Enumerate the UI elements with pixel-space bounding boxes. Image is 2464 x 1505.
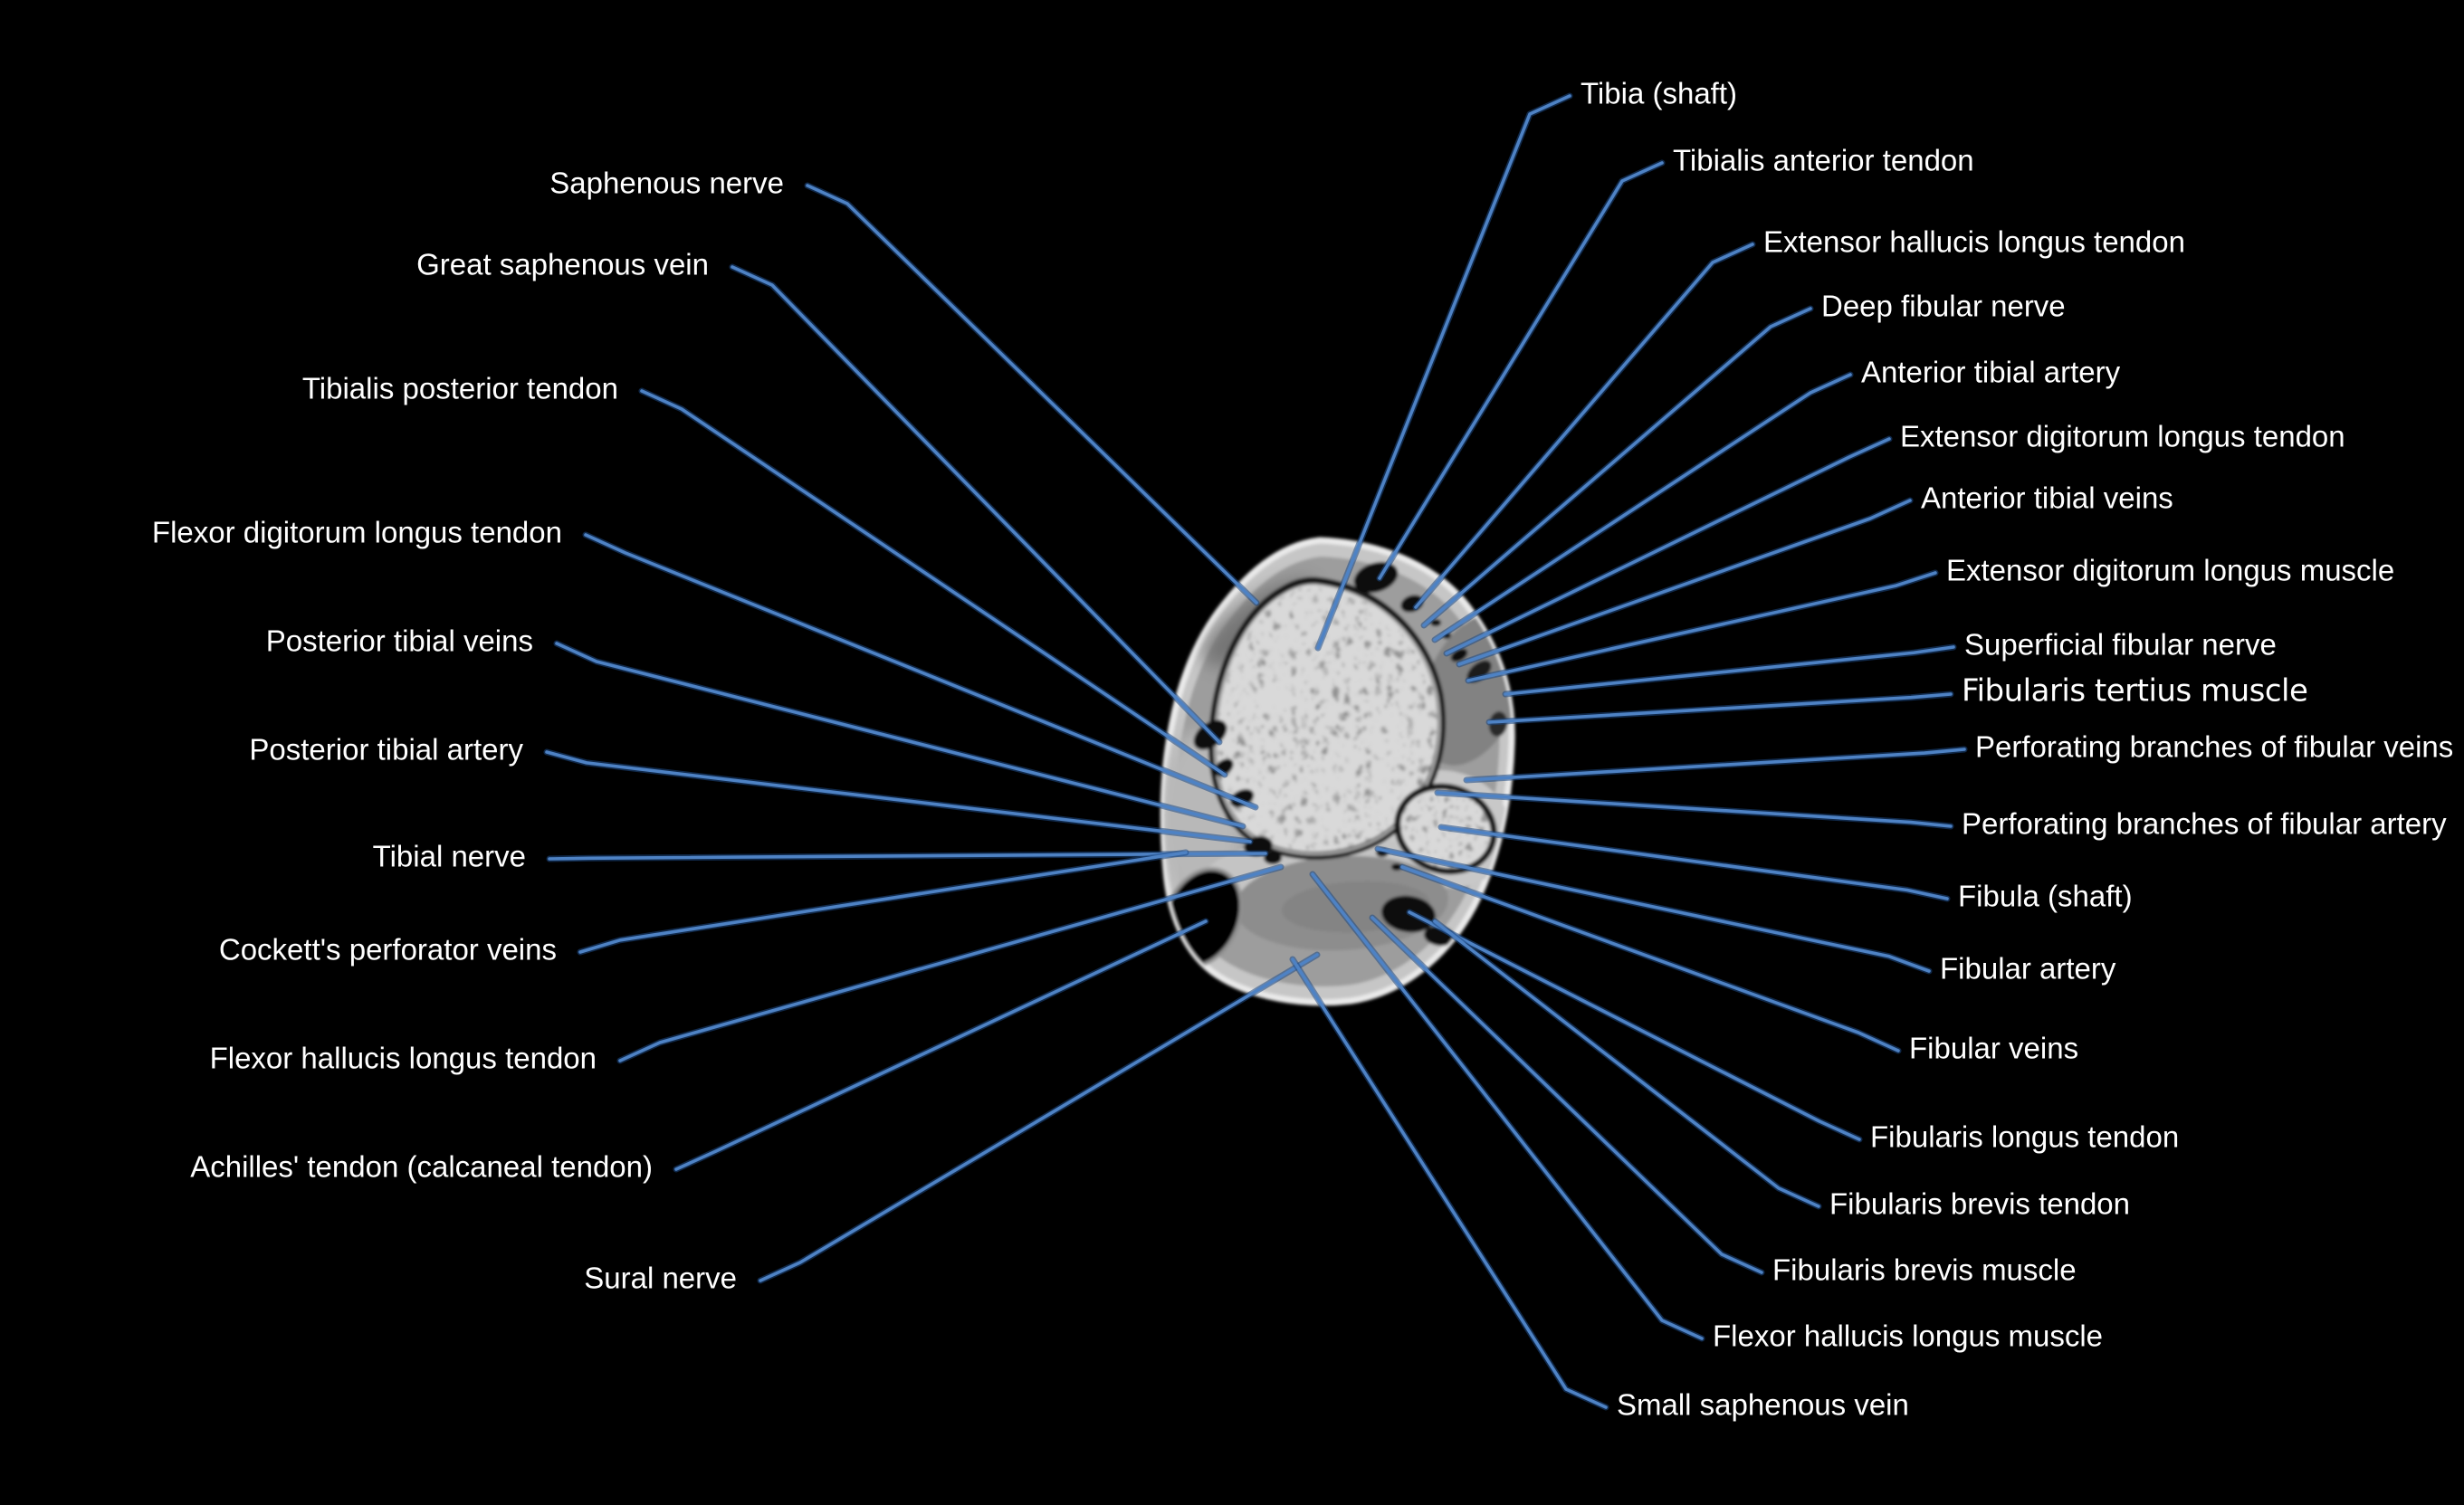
anatomy-label-fibular-artery[interactable]: Fibular artery [1940, 951, 2116, 986]
leader-line-great-saphenous-vein [731, 265, 1221, 744]
leader-line-anterior-tibial-artery [1433, 373, 1852, 642]
leader-line-halo-deep-fibular-nerve [1420, 305, 1814, 629]
anatomy-label-perforating-branches-of-fibular-artery[interactable]: Perforating branches of fibular artery [1962, 806, 2447, 841]
anatomy-label-anterior-tibial-artery[interactable]: Anterior tibial artery [1861, 355, 2121, 389]
leader-line-deep-fibular-nerve [1422, 307, 1812, 627]
anatomy-label-tibialis-posterior-tendon[interactable]: Tibialis posterior tendon [301, 371, 618, 405]
anatomy-label-fibularis-brevis-muscle[interactable]: Fibularis brevis muscle [1772, 1253, 2077, 1287]
anatomy-label-great-saphenous-vein[interactable]: Great saphenous vein [416, 247, 709, 281]
leader-line-flexor-hallucis-longus-muscle [1311, 872, 1704, 1340]
anatomy-label-extensor-hallucis-longus-tendon[interactable]: Extensor hallucis longus tendon [1763, 224, 2185, 259]
anatomy-label-cocketts-perforator-veins[interactable]: Cockett's perforator veins [218, 932, 557, 967]
anatomy-label-fibularis-brevis-tendon[interactable]: Fibularis brevis tendon [1829, 1186, 2130, 1221]
leader-line-superficial-fibular-nerve [1504, 645, 1955, 696]
leader-line-saphenous-nerve [806, 184, 1258, 605]
leader-line-halo-great-saphenous-vein [729, 263, 1223, 746]
leader-line-tibialis-posterior-tendon [640, 389, 1227, 776]
anatomy-label-fibularis-longus-tendon[interactable]: Fibularis longus tendon [1870, 1119, 2180, 1154]
leader-line-extensor-digitorum-longus-muscle [1466, 571, 1937, 682]
anatomy-label-achilles-tendon[interactable]: Achilles' tendon (calcaneal tendon) [190, 1149, 653, 1184]
anatomy-label-posterior-tibial-artery[interactable]: Posterior tibial artery [249, 732, 523, 767]
anatomy-label-sural-nerve[interactable]: Sural nerve [584, 1261, 737, 1295]
leader-line-fibula-shaft [1439, 825, 1949, 900]
leader-line-flexor-hallucis-longus-tendon [618, 865, 1283, 1062]
leader-line-tibia-shaft [1316, 94, 1571, 650]
leader-line-anterior-tibial-veins [1457, 499, 1912, 666]
anatomy-label-posterior-tibial-veins[interactable]: Posterior tibial veins [265, 624, 533, 658]
leader-line-posterior-tibial-artery [545, 750, 1252, 843]
leader-line-tibial-nerve [548, 852, 1267, 861]
leader-line-flexor-digitorum-longus-tendon [584, 533, 1257, 809]
leader-lines [543, 92, 1968, 1411]
leader-line-halo-small-saphenous-vein [1289, 956, 1609, 1411]
anatomy-label-fibularis-tertius-muscle[interactable]: Fibularis tertius muscle [1962, 672, 2308, 710]
leader-line-tibialis-anterior-tendon [1378, 161, 1664, 580]
leader-line-achilles-tendon [674, 919, 1208, 1171]
leader-line-halo-flexor-hallucis-longus-muscle [1309, 871, 1705, 1342]
mri-cross-section [1149, 540, 1546, 1003]
anatomy-label-tibial-nerve[interactable]: Tibial nerve [372, 839, 526, 873]
leader-line-cocketts-perforator-veins [578, 851, 1188, 954]
leader-line-halo-fibularis-brevis-muscle [1369, 914, 1765, 1276]
leader-line-fibular-artery [1376, 847, 1931, 973]
fibular-vessel-dot-2 [1391, 863, 1402, 871]
anatomy-label-flexor-digitorum-longus-tendon[interactable]: Flexor digitorum longus tendon [151, 515, 562, 549]
leader-line-small-saphenous-vein [1291, 957, 1608, 1409]
anatomy-label-tibia-shaft[interactable]: Tibia (shaft) [1581, 76, 1737, 110]
anatomy-label-flexor-hallucis-longus-tendon[interactable]: Flexor hallucis longus tendon [209, 1041, 597, 1075]
leader-line-perforating-branches-of-fibular-artery [1436, 791, 1953, 828]
leader-line-sural-nerve [759, 953, 1319, 1282]
anatomy-label-saphenous-nerve[interactable]: Saphenous nerve [549, 166, 784, 200]
anatomy-label-small-saphenous-vein[interactable]: Small saphenous vein [1617, 1387, 1909, 1422]
leader-line-perforating-branches-of-fibular-vein [1465, 748, 1966, 782]
anatomy-label-anterior-tibial-veins[interactable]: Anterior tibial veins [1921, 481, 2173, 515]
leader-line-fibularis-longus-tendon [1408, 910, 1861, 1141]
leader-line-fibularis-brevis-tendon [1433, 919, 1820, 1208]
leader-line-extensor-hallucis-longus-tendon [1414, 243, 1754, 609]
leader-line-halo-extensor-hallucis-longus-tendon [1412, 241, 1756, 611]
anatomy-label-flexor-hallucis-longus-muscle[interactable]: Flexor hallucis longus muscle [1713, 1319, 2104, 1353]
anatomy-label-fibular-veins[interactable]: Fibular veins [1909, 1031, 2079, 1065]
anatomy-label-deep-fibular-nerve[interactable]: Deep fibular nerve [1821, 289, 2066, 323]
leader-line-fibularis-tertius-muscle [1487, 692, 1953, 724]
leader-line-extensor-digitorum-longus-tendon [1445, 437, 1891, 655]
anatomy-label-extensor-digitorum-longus-tendon[interactable]: Extensor digitorum longus tendon [1900, 419, 2345, 453]
anatomy-label-extensor-digitorum-longus-muscle[interactable]: Extensor digitorum longus muscle [1946, 553, 2395, 587]
leader-line-fibularis-brevis-muscle [1370, 916, 1763, 1274]
anatomy-label-superficial-fibular-nerve[interactable]: Superficial fibular nerve [1964, 627, 2277, 662]
anatomy-label-fibula-shaft[interactable]: Fibula (shaft) [1958, 879, 2133, 913]
leader-line-posterior-tibial-veins [555, 642, 1245, 828]
leader-line-fibular-veins [1400, 865, 1900, 1053]
anatomy-label-perforating-branches-of-fibular-vein[interactable]: Perforating branches of fibular veins [1975, 729, 2454, 764]
anatomy-label-tibialis-anterior-tendon[interactable]: Tibialis anterior tendon [1673, 143, 1974, 177]
